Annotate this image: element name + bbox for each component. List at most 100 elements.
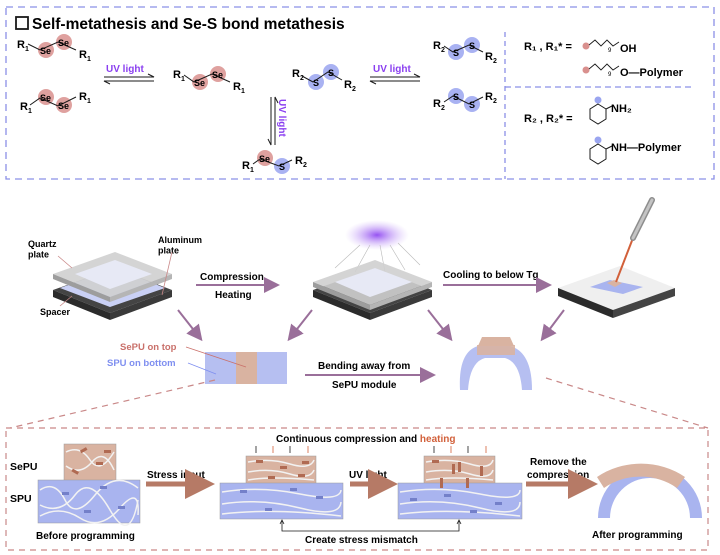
s-text: S [328, 68, 334, 78]
se-text: Se [194, 78, 205, 88]
molecule-se-se-mixed: R1 Se Se R1 [173, 66, 245, 95]
s-atom [274, 158, 290, 174]
uv-light-label: UV light [106, 64, 144, 75]
section-c-border [5, 427, 709, 551]
attachment-point-icon [594, 136, 602, 144]
r2-label: R2 [485, 91, 497, 105]
r2-star-label: R2 [344, 79, 356, 93]
section-a-border [5, 6, 715, 180]
remove-compression-label: compression [527, 470, 589, 481]
compression-arrows-icon [433, 446, 469, 453]
r2-label: R2 [292, 68, 304, 82]
s-atom [448, 44, 464, 60]
stress-mismatch-label: Create stress mismatch [305, 535, 418, 546]
r2-structure-nh2: NH₂ [589, 96, 632, 125]
se-atom [38, 89, 54, 105]
bending-label: Bending away from [318, 361, 410, 372]
molecule-s-s-r2star: R2 S S R2 [433, 37, 497, 65]
sepu-on-top-label: SePU on top [120, 342, 177, 353]
equilibrium-arrow-icon [103, 73, 155, 85]
process-arrow-icon [287, 309, 313, 342]
cooling-stage [558, 266, 675, 318]
r1-star-label: R1 [79, 49, 91, 63]
zoom-guide-line [9, 379, 216, 429]
before-programming-label: Before programming [36, 531, 135, 542]
section-a-panel: Self-metathesis and Se-S bond metathesis… [5, 6, 715, 180]
r2-definition-label: R₂ , R₂* = [524, 113, 573, 125]
sepu-patch [236, 352, 257, 384]
r2-structure-polymer: NH—Polymer [589, 136, 682, 165]
after-programming-label: After programming [592, 530, 683, 541]
mold-assembly-open [53, 252, 172, 320]
stress-input-label: Stress input [147, 470, 205, 481]
spacer-label: Spacer [40, 307, 71, 317]
r2-label: R2 [433, 98, 445, 112]
molecule-s-s-mixed: R2 S S R2 [292, 64, 356, 93]
r1-star-label: R1 [173, 69, 185, 83]
checkbox-icon [15, 16, 29, 30]
programmed-arch [597, 463, 702, 518]
process-arrow-icon [427, 309, 453, 342]
heat-arrows-icon [272, 446, 309, 453]
compressed-block [219, 446, 344, 520]
r1-definition-label: R₁ , R₁* = [524, 41, 572, 53]
molecule-se-se-r1: R1 Se Se R1 [20, 89, 91, 115]
s-text: S [469, 41, 475, 51]
continuous-compression-label: Continuous compression and heating [276, 434, 455, 445]
s-text: S [313, 78, 319, 88]
molecule-s-s-r2: R2 S S R2 [433, 88, 497, 112]
r1-star-label: R1 [17, 39, 29, 53]
r2-star-label: R2 [433, 40, 445, 54]
molecule-se-s: R1 Se S R2 [242, 150, 307, 174]
attachment-point-icon [582, 42, 590, 50]
se-text: Se [58, 38, 69, 48]
process-arrow-icon [540, 309, 565, 342]
s-text: S [279, 162, 285, 172]
equilibrium-arrow-vertical-icon [267, 96, 279, 146]
spu-label: SPU [10, 493, 32, 505]
section-c-panel: SePU SPU Before programming Stress input… [5, 427, 709, 551]
r1-def-polymer: O—Polymer [620, 67, 684, 79]
attachment-point-icon [594, 96, 602, 104]
equilibrium-arrow-icon [369, 73, 421, 85]
r1-label: R1 [242, 160, 254, 174]
attachment-point-icon [582, 66, 590, 74]
zoom-guide-line [545, 377, 709, 429]
stress-mismatch-bracket [281, 521, 460, 532]
r2-def-nh2: NH₂ [611, 103, 632, 115]
heating-label: Heating [215, 290, 252, 301]
r1-def-oh: OH [620, 43, 637, 55]
r2-def-polymer: NH—Polymer [611, 142, 682, 154]
uv-light-label: UV light [349, 470, 387, 481]
section-a-title: Self-metathesis and Se-S bond metathesis [32, 16, 345, 33]
uv-light-label: UV light [373, 64, 411, 75]
mold-assembly-closed [313, 260, 432, 320]
compression-arrows-icon [255, 446, 291, 453]
before-programming-block [37, 443, 141, 527]
se-text: Se [58, 101, 69, 111]
chain-index: 9 [608, 72, 612, 78]
molecule-se-se-r1star: R1 Se Se R1 [17, 34, 91, 63]
s-text: S [469, 100, 475, 110]
se-text: Se [259, 154, 270, 164]
spu-on-bottom-label: SPU on bottom [107, 358, 176, 369]
r1-label: R1 [79, 91, 91, 105]
remove-compression-label: Remove the [530, 457, 587, 468]
se-text: Se [40, 93, 51, 103]
s-text: S [453, 48, 459, 58]
r1-structure-polymer: 9 O—Polymer [582, 63, 684, 79]
sepu-module-label: SePU module [332, 380, 397, 391]
se-text: Se [212, 70, 223, 80]
r1-structure-oh: 9 OH [582, 39, 637, 55]
r2-label: R2 [295, 155, 307, 169]
chain-index: 9 [608, 48, 612, 54]
r1-label: R1 [20, 101, 32, 115]
cooling-label: Cooling to below Tg [443, 270, 539, 281]
sepu-label: SePU [10, 461, 37, 473]
s-atom [308, 74, 324, 90]
laser-pen-icon [615, 197, 655, 283]
